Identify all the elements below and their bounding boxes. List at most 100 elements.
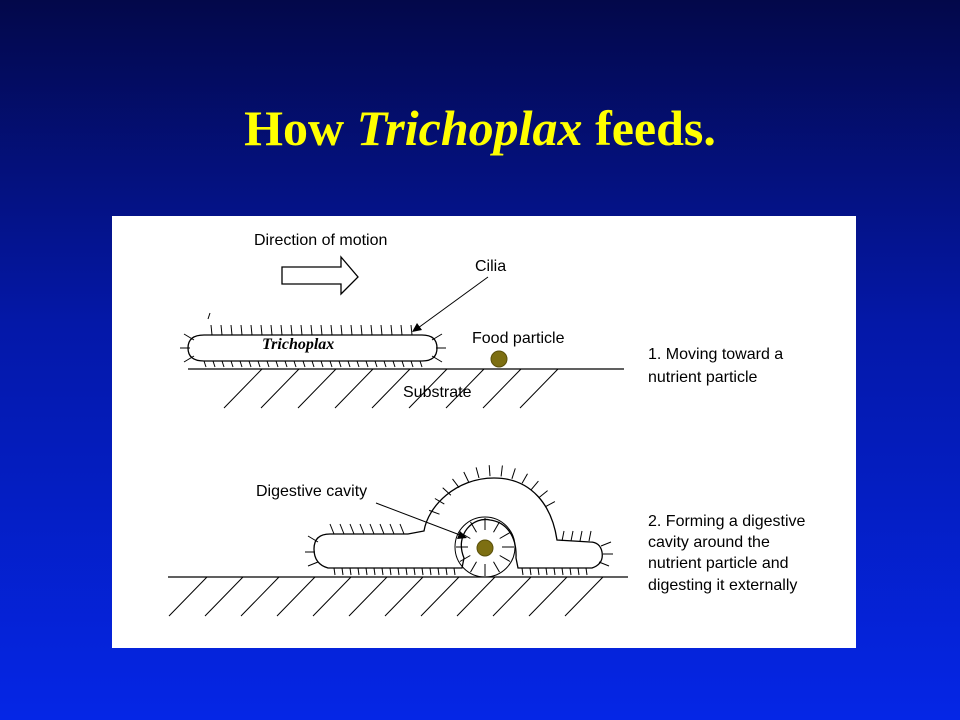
trichoplax-body-stage2 <box>313 477 603 569</box>
hatch-line <box>564 576 604 617</box>
cilium <box>475 467 480 479</box>
cilium <box>521 567 524 576</box>
digestive-cavity-label: Digestive cavity <box>256 483 367 500</box>
hatch-line <box>492 576 532 617</box>
cilium <box>280 324 283 336</box>
stage1-caption-line2: nutrient particle <box>648 369 757 386</box>
cilium <box>545 567 548 576</box>
hatch-line <box>348 576 388 617</box>
cilium <box>410 360 414 368</box>
cilium <box>284 360 288 368</box>
cilium <box>570 530 574 542</box>
cilium <box>419 360 423 368</box>
hatch-line <box>519 368 559 409</box>
inner-cilium <box>470 521 477 533</box>
cilium <box>577 567 580 576</box>
cilium <box>529 567 532 576</box>
cilium <box>373 567 376 576</box>
cilium <box>569 567 572 576</box>
cilium <box>437 567 440 576</box>
cilium <box>360 324 363 336</box>
trichoplax-body-stage1 <box>187 334 438 362</box>
cilium <box>588 530 592 542</box>
hatch-line <box>223 368 263 409</box>
cilium <box>434 498 445 505</box>
cilium <box>445 567 448 576</box>
food-particle-label: Food particle <box>472 330 565 347</box>
title-suffix: feeds. <box>582 100 716 156</box>
cilium <box>431 333 443 341</box>
hatch-line <box>204 576 244 617</box>
cilium <box>397 567 400 576</box>
hatch-line <box>297 368 337 409</box>
cilium <box>429 509 440 515</box>
direction-arrow-icon <box>281 255 359 296</box>
cilia-pointer-head-icon <box>412 323 422 332</box>
hatch-line <box>384 576 424 617</box>
cilium <box>275 360 279 368</box>
diagram-panel: Direction of motion Cilia Trichoplax Foo… <box>112 216 856 648</box>
cilium <box>240 324 243 336</box>
cilium <box>210 324 213 336</box>
cilium <box>333 567 336 576</box>
stage1-cilia <box>180 312 446 368</box>
cilium <box>561 567 564 576</box>
cilium <box>330 324 333 336</box>
cilium <box>266 360 270 368</box>
cilium <box>442 487 452 496</box>
cilium <box>293 360 297 368</box>
cilium <box>463 471 470 483</box>
cilium <box>405 567 408 576</box>
cilium <box>257 360 261 368</box>
cilium <box>248 360 252 368</box>
cilium <box>341 567 344 576</box>
substrate-label: Substrate <box>403 384 472 401</box>
cavity-inner-cilia <box>456 518 514 576</box>
stage2-caption-line3: nutrient particle and <box>648 555 789 572</box>
cilium <box>544 501 556 508</box>
cilium <box>230 360 234 368</box>
cilium <box>340 324 343 336</box>
inner-cilium <box>493 561 500 573</box>
cilium <box>400 324 403 336</box>
cilia-label: Cilia <box>475 258 506 275</box>
cilium <box>357 567 360 576</box>
cilium <box>220 324 223 336</box>
inner-cilium <box>459 532 471 539</box>
hatch-line <box>445 368 485 409</box>
cilium <box>320 324 323 336</box>
cilium <box>389 523 395 535</box>
cilium <box>212 360 216 368</box>
cilium <box>320 360 324 368</box>
cilium <box>370 324 373 336</box>
hatch-line <box>240 576 280 617</box>
hatch-line <box>420 576 460 617</box>
cilium <box>410 324 413 336</box>
cavity-pointer-line <box>375 502 461 536</box>
substrate-hatching-stage1 <box>223 368 559 409</box>
cilium <box>365 360 369 368</box>
cilium <box>338 360 342 368</box>
food-particle-stage1 <box>490 350 508 368</box>
cilium <box>429 567 432 576</box>
cavity-pointer-head-icon <box>457 531 467 539</box>
stage-2-group: Digestive cavity 2. Forming a digestive … <box>168 465 806 617</box>
cilium <box>537 567 540 576</box>
cilium <box>311 360 315 368</box>
stage2-caption-line2: cavity around the <box>648 534 770 551</box>
cilium <box>399 523 405 535</box>
cilium <box>579 530 583 542</box>
cilium <box>356 360 360 368</box>
cilium <box>329 523 335 535</box>
inner-cilium <box>499 555 511 562</box>
cilium <box>300 324 303 336</box>
inner-cilium <box>499 532 511 539</box>
cilium <box>421 567 424 576</box>
cilium <box>339 523 345 535</box>
hatch-line <box>408 368 448 409</box>
hatch-line <box>528 576 568 617</box>
hatch-line <box>168 576 208 617</box>
cilium <box>183 355 195 363</box>
hatch-line <box>312 576 352 617</box>
cilium <box>431 355 443 363</box>
